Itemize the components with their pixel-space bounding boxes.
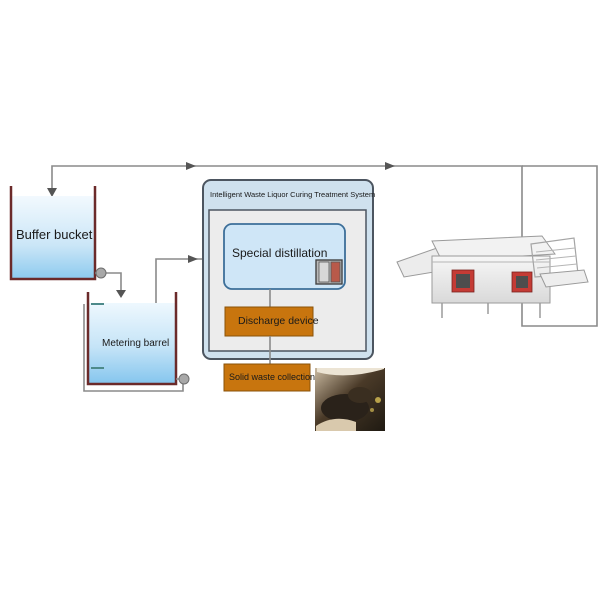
pump-icon xyxy=(179,374,189,384)
plate-processor-machine-icon xyxy=(397,236,588,318)
flow-arrow-icon xyxy=(47,188,57,197)
discharge-device-label: Discharge device xyxy=(238,315,319,327)
buffer-bucket-label: Buffer bucket xyxy=(16,227,92,242)
pump-icon xyxy=(96,268,106,278)
distillation-unit-icon xyxy=(316,260,342,284)
special-distillation-label: Special distillation xyxy=(232,246,327,260)
solid-waste-collection-label: Solid waste collection xyxy=(229,372,315,382)
solid-waste-photo xyxy=(315,368,385,431)
flow-arrow-icon xyxy=(116,290,126,298)
metering-barrel-label: Metering barrel xyxy=(102,338,169,349)
flow-arrow-icon xyxy=(385,162,395,170)
flow-arrow-icon xyxy=(188,255,198,263)
system-title: Intelligent Waste Liquor Curing Treatmen… xyxy=(210,190,375,199)
flow-arrow-icon xyxy=(186,162,196,170)
